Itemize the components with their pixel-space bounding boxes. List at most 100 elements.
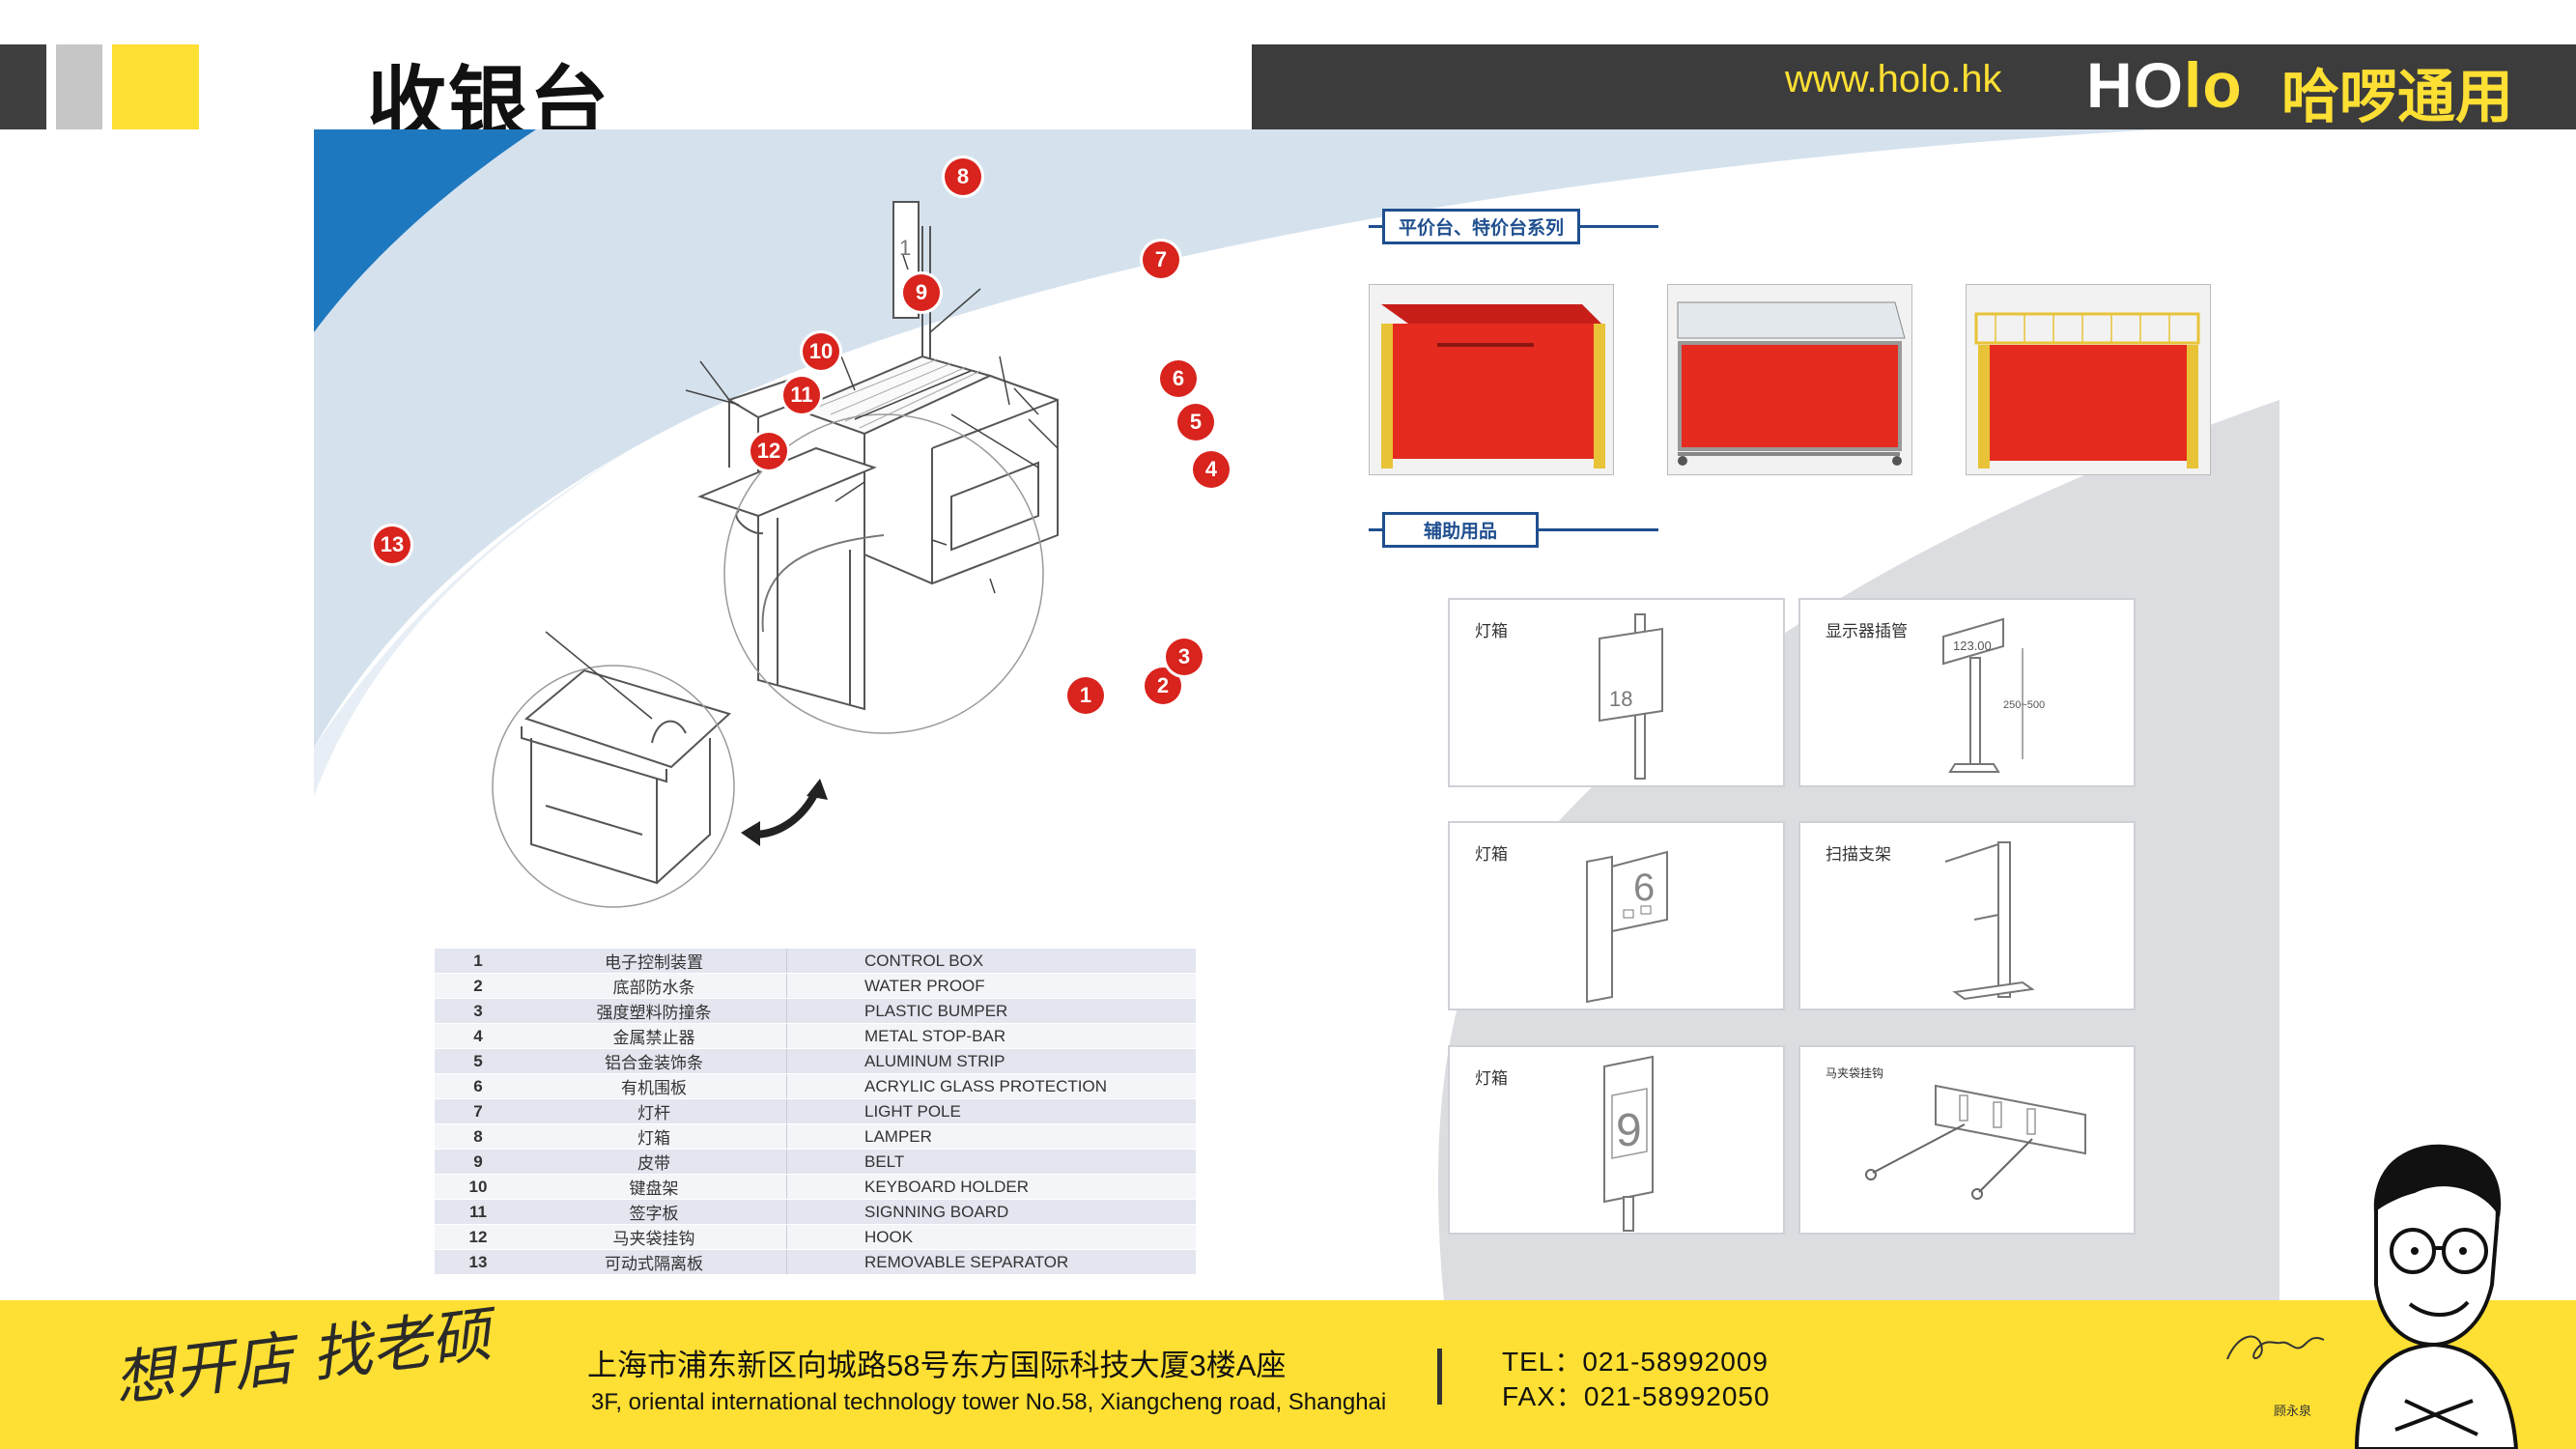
brand-logo-lo: lo xyxy=(2184,49,2243,121)
parts-cell-cn: 马夹袋挂钩 xyxy=(522,1224,787,1250)
accessory-dimension: 250~500 xyxy=(2003,699,2045,711)
accessory-card-lamp-box-1: 灯箱 18 xyxy=(1448,598,1785,787)
accessory-label: 灯箱 xyxy=(1475,1069,1508,1088)
callout-4: 4 xyxy=(1193,451,1230,488)
parts-cell-en: CONTROL BOX xyxy=(786,949,1196,974)
callout-7: 7 xyxy=(1143,242,1179,278)
callout-5: 5 xyxy=(1177,404,1214,440)
parts-cell-cn: 有机围板 xyxy=(522,1073,787,1099)
parts-cell-en: PLASTIC BUMPER xyxy=(786,998,1196,1024)
product-photo-red-table-1 xyxy=(1369,284,1614,475)
accessory-label: 扫描支架 xyxy=(1826,845,1891,864)
parts-cell-no: 12 xyxy=(435,1224,522,1250)
parts-cell-no: 9 xyxy=(435,1149,522,1175)
parts-cell-no: 7 xyxy=(435,1098,522,1124)
brand-logo: HOlo xyxy=(2086,48,2243,122)
footer-fax: FAX：021-58992050 xyxy=(1502,1381,1770,1411)
brand-chinese-name: 哈啰通用 xyxy=(2281,65,2513,129)
footer-address-cn: 上海市浦东新区向城路58号东方国际科技大厦3楼A座 xyxy=(587,1349,1287,1382)
header-bar xyxy=(1252,44,2576,129)
accessory-card-scanner-stand: 扫描支架 xyxy=(1798,821,2136,1010)
accessory-lamp-number: 18 xyxy=(1609,687,1632,711)
parts-cell-cn: 灯杆 xyxy=(522,1098,787,1124)
callout-12: 12 xyxy=(750,433,787,469)
parts-cell-no: 2 xyxy=(435,973,522,999)
parts-cell-cn: 签字板 xyxy=(522,1199,787,1225)
parts-cell-en: ALUMINUM STRIP xyxy=(786,1048,1196,1074)
parts-cell-en: HOOK xyxy=(786,1224,1196,1250)
header-dark-block xyxy=(0,44,46,129)
footer-address-en: 3F, oriental international technology to… xyxy=(591,1389,1387,1415)
section-accessories-banner: 辅助用品 xyxy=(1369,510,1658,549)
parts-cell-cn: 键盘架 xyxy=(522,1174,787,1200)
product-photo-red-table-2 xyxy=(1667,284,1912,475)
parts-cell-en: REMOVABLE SEPARATOR xyxy=(786,1249,1196,1275)
callout-11: 11 xyxy=(783,377,820,413)
header-grey-square xyxy=(56,44,102,129)
rotate-arrow-icon xyxy=(741,779,828,846)
header-yellow-square xyxy=(112,44,199,129)
parts-cell-cn: 可动式隔离板 xyxy=(522,1249,787,1275)
parts-cell-en: LIGHT POLE xyxy=(786,1098,1196,1124)
parts-cell-no: 8 xyxy=(435,1123,522,1150)
parts-cell-en: SIGNNING BOARD xyxy=(786,1199,1196,1225)
callout-6: 6 xyxy=(1160,360,1197,397)
parts-cell-en: BELT xyxy=(786,1149,1196,1175)
parts-cell-en: KEYBOARD HOLDER xyxy=(786,1174,1196,1200)
signature-icon xyxy=(2226,1335,2325,1360)
website-link[interactable]: www.holo.hk xyxy=(1785,58,2002,100)
callout-9: 9 xyxy=(903,274,940,311)
parts-cell-no: 11 xyxy=(435,1199,522,1225)
parts-cell-cn: 底部防水条 xyxy=(522,973,787,999)
parts-cell-cn: 金属禁止器 xyxy=(522,1023,787,1049)
checkout-counter-diagram: 1 xyxy=(492,201,1059,908)
parts-cell-en: WATER PROOF xyxy=(786,973,1196,999)
parts-cell-no: 13 xyxy=(435,1249,522,1275)
footer-separator xyxy=(1437,1349,1442,1405)
callout-13: 13 xyxy=(374,526,410,563)
parts-cell-en: LAMPER xyxy=(786,1123,1196,1150)
parts-cell-no: 3 xyxy=(435,998,522,1024)
caricature-mascot-icon xyxy=(2354,1144,2519,1449)
lamp-box-number: 1 xyxy=(899,236,911,260)
parts-cell-no: 6 xyxy=(435,1073,522,1099)
section-accessories-title: 辅助用品 xyxy=(1382,511,1540,548)
accessory-label: 马夹袋挂钩 xyxy=(1826,1066,1884,1080)
parts-cell-cn: 强度塑料防撞条 xyxy=(522,998,787,1024)
footer-bar xyxy=(0,1300,2576,1449)
accessory-display-value: 123.00 xyxy=(1953,639,1992,653)
section-bargain-tables-title: 平价台、特价台系列 xyxy=(1382,208,1581,244)
signature-name: 顾永泉 xyxy=(2274,1404,2312,1418)
footer-tel: TEL：021-58992009 xyxy=(1502,1347,1769,1377)
callout-8: 8 xyxy=(945,158,981,195)
callout-3: 3 xyxy=(1166,639,1203,675)
accessory-lamp-number: 9 xyxy=(1616,1105,1642,1156)
accessory-label: 灯箱 xyxy=(1475,622,1508,640)
product-photo-red-table-3 xyxy=(1966,284,2211,475)
accessory-card-lamp-box-2: 灯箱 6 xyxy=(1448,821,1785,1010)
parts-cell-cn: 皮带 xyxy=(522,1149,787,1175)
accessory-label: 显示器插管 xyxy=(1826,622,1908,640)
parts-cell-no: 5 xyxy=(435,1048,522,1074)
parts-cell-no: 1 xyxy=(435,949,522,974)
section-bargain-tables-banner: 平价台、特价台系列 xyxy=(1369,207,1658,245)
callout-10: 10 xyxy=(803,333,839,370)
main-panel: 1 1 2 3 4 5 6 7 8 9 10 11 12 13 平价台、特价台系… xyxy=(314,129,2279,1300)
callout-2: 2 xyxy=(1145,668,1181,704)
accessory-label: 灯箱 xyxy=(1475,845,1508,864)
parts-cell-en: METAL STOP-BAR xyxy=(786,1023,1196,1049)
